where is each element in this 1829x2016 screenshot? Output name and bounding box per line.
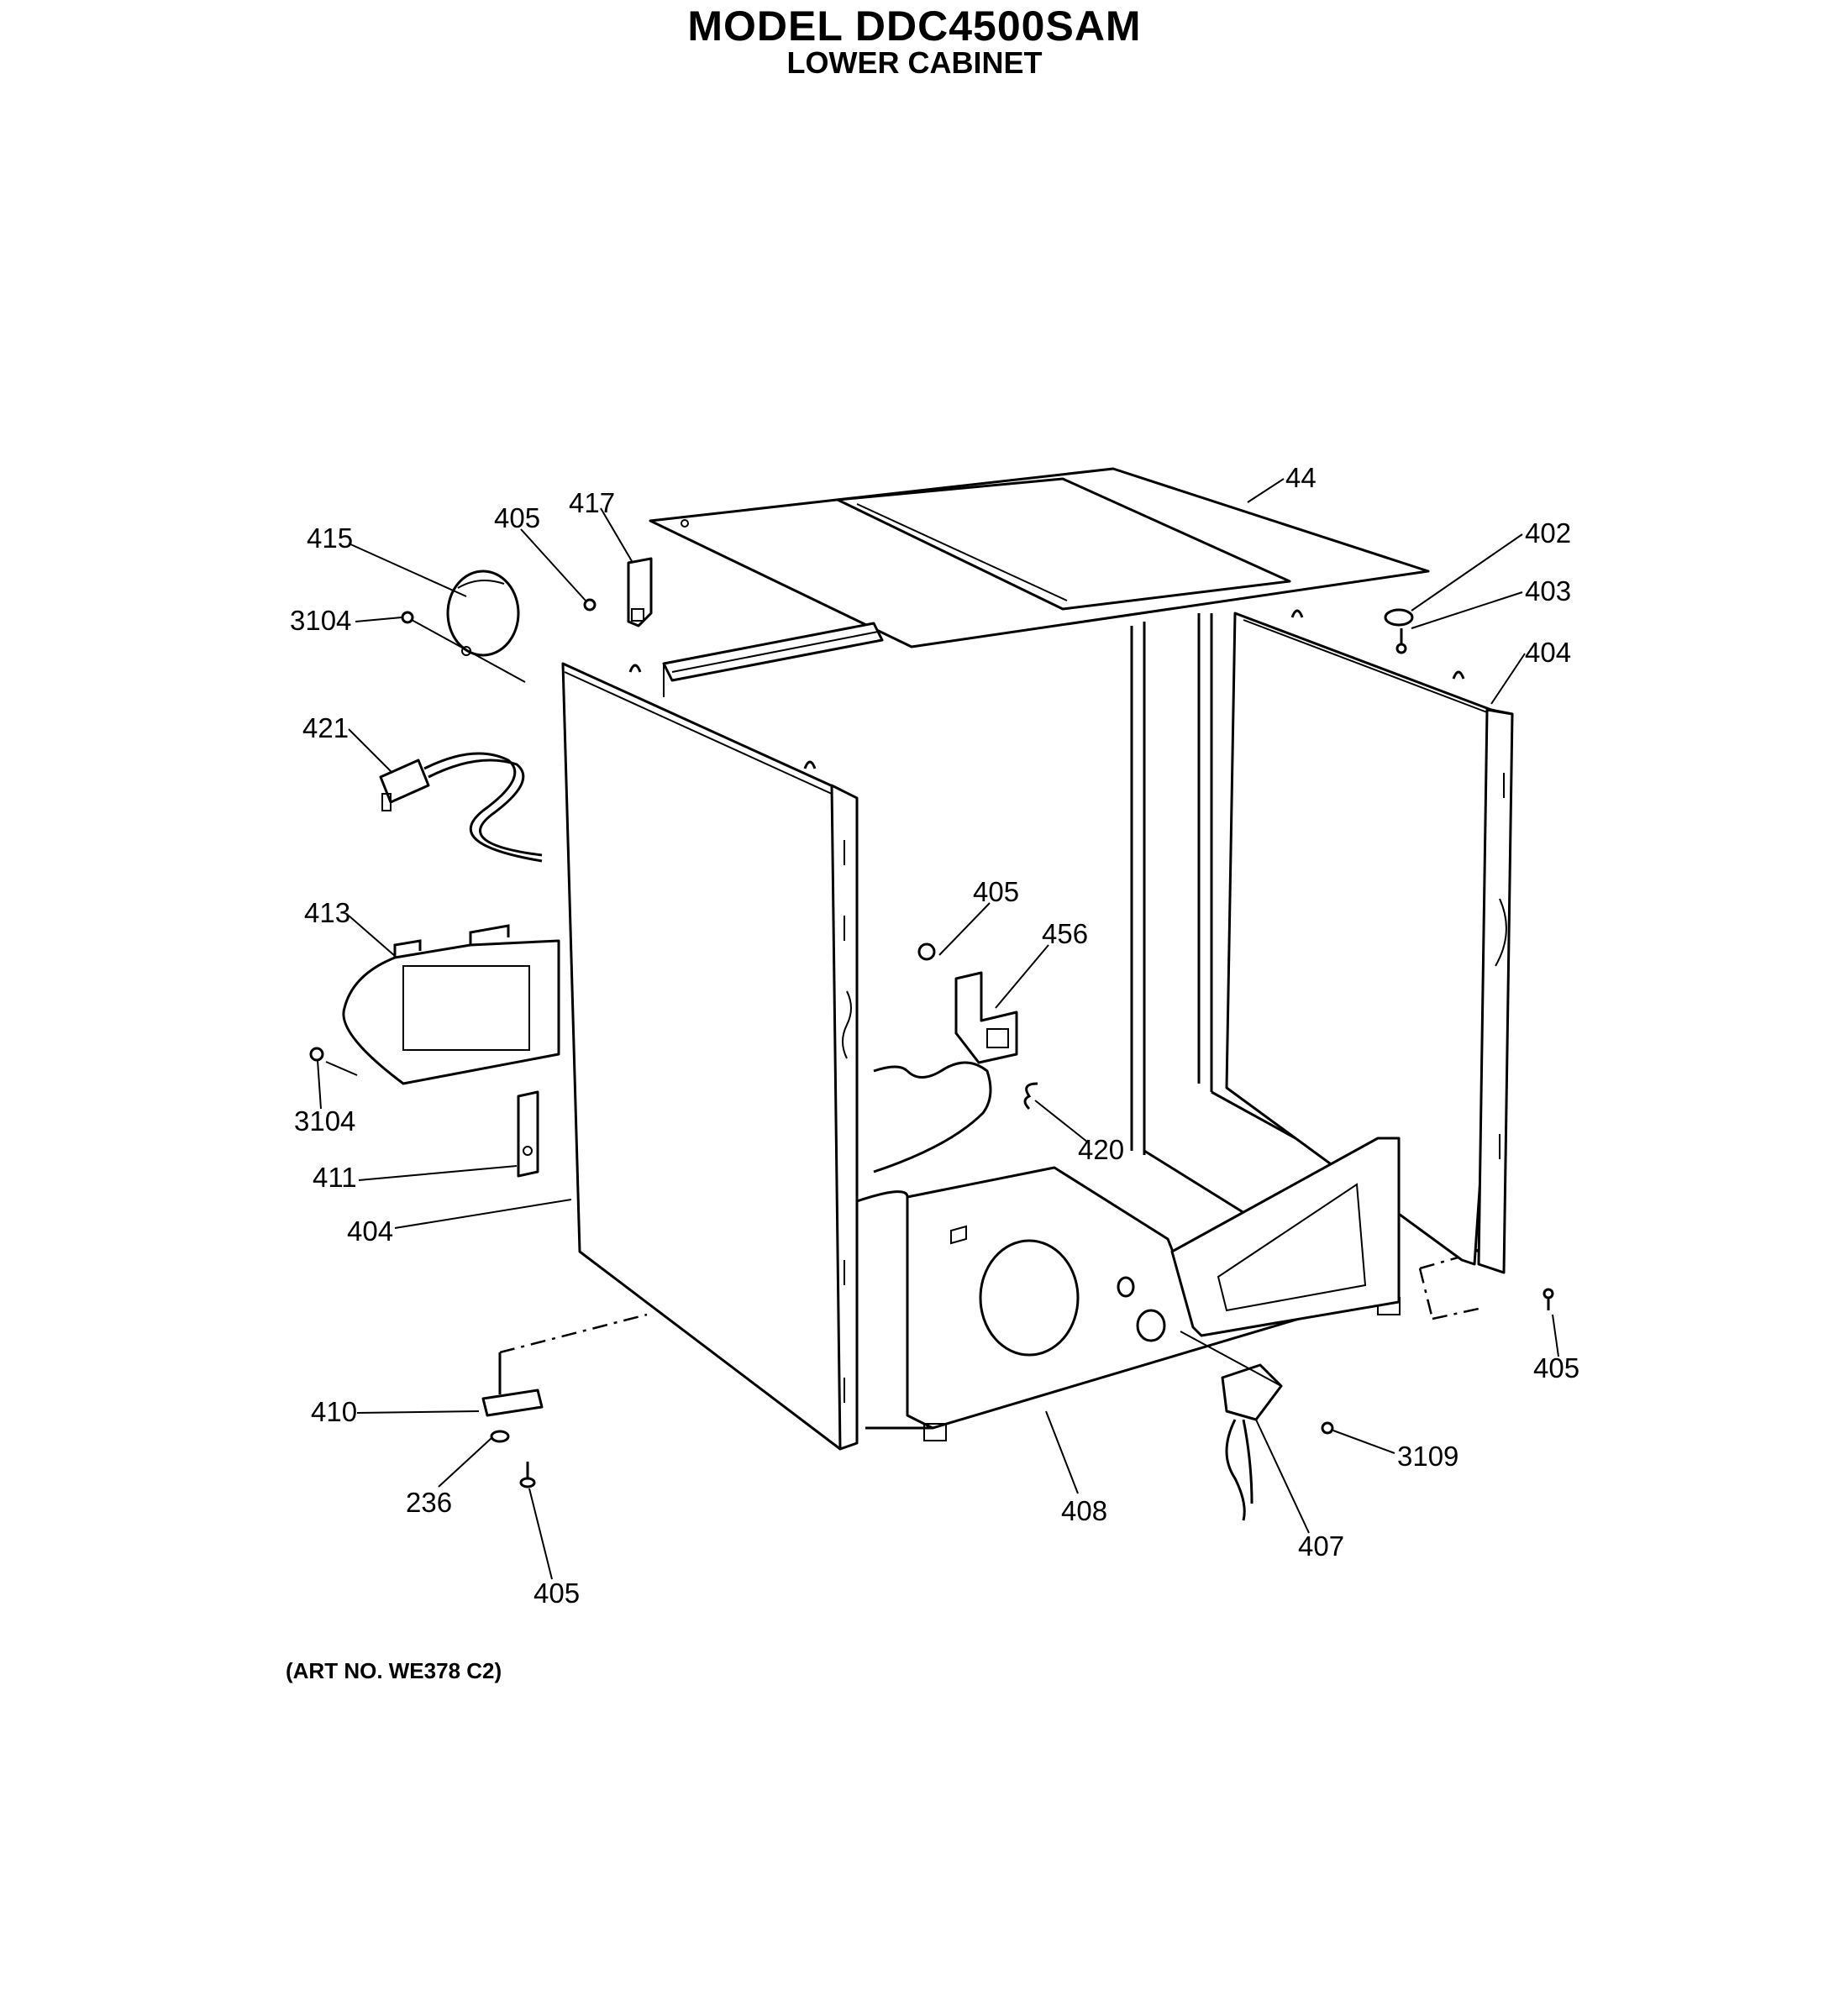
part-3104-screw-bottom — [309, 1047, 324, 1062]
callout-421: 421 — [302, 712, 349, 743]
callout-403: 403 — [1525, 575, 1571, 606]
part-415-cover — [446, 570, 520, 657]
callout-44: 44 — [1285, 462, 1317, 493]
part-44-top-panel — [649, 467, 1430, 648]
callout-3104-top: 3104 — [290, 605, 351, 636]
part-rear-top-rail — [662, 622, 884, 697]
part-413-mounting-plate — [342, 924, 560, 1085]
callout-413: 413 — [304, 897, 350, 928]
callout-456: 456 — [1042, 918, 1088, 949]
part-407-switch — [1221, 1363, 1283, 1521]
callout-405-top: 405 — [494, 502, 540, 533]
callout-labels: 44 402 403 404 415 405 417 3104 421 413 … — [290, 462, 1579, 1609]
callout-236: 236 — [406, 1487, 452, 1518]
part-417-bracket — [627, 557, 653, 627]
part-3109-screw — [1321, 1421, 1334, 1435]
callout-404-right: 404 — [1525, 637, 1571, 668]
callout-405-bottom: 405 — [533, 1578, 580, 1609]
part-404-right-side-panel — [1225, 609, 1514, 1274]
callout-417: 417 — [569, 487, 615, 518]
part-duct-opening — [873, 1061, 992, 1173]
callout-3104-bottom: 3104 — [294, 1105, 355, 1137]
part-402-grommet — [1384, 608, 1414, 627]
part-3104-screw-top — [401, 611, 414, 624]
callout-402: 402 — [1525, 517, 1571, 549]
part-410-leveling-plate — [481, 1352, 544, 1417]
callout-405-middle: 405 — [973, 876, 1019, 907]
art-number: (ART NO. WE378 C2) — [286, 1658, 502, 1683]
callout-411: 411 — [313, 1162, 357, 1193]
callout-408: 408 — [1061, 1495, 1107, 1526]
part-403-screw — [1395, 628, 1407, 654]
part-456-bracket — [954, 971, 1018, 1064]
part-405-screw-bottom — [519, 1462, 536, 1488]
callout-420: 420 — [1078, 1134, 1124, 1165]
callout-405-right: 405 — [1533, 1352, 1579, 1383]
part-420-clip — [1023, 1082, 1038, 1110]
part-404-left-side-panel — [561, 662, 859, 1451]
page-subtitle: LOWER CABINET — [786, 45, 1043, 80]
callout-404-left: 404 — [347, 1215, 393, 1247]
callout-410: 410 — [311, 1396, 357, 1427]
part-405-screw-right — [1543, 1288, 1554, 1310]
part-236-pad — [490, 1430, 510, 1443]
callout-415: 415 — [307, 522, 353, 554]
leader-lines — [317, 478, 1559, 1580]
part-421-power-cord — [379, 752, 543, 863]
part-411-terminal — [517, 1090, 539, 1178]
callout-3109: 3109 — [1397, 1441, 1458, 1472]
part-405-screw-middle — [917, 942, 936, 961]
callout-407: 407 — [1298, 1530, 1344, 1562]
part-front-bracket — [1170, 1137, 1401, 1337]
page-title: MODEL DDC4500SAM — [687, 3, 1142, 50]
part-405-screw-top — [583, 598, 597, 612]
